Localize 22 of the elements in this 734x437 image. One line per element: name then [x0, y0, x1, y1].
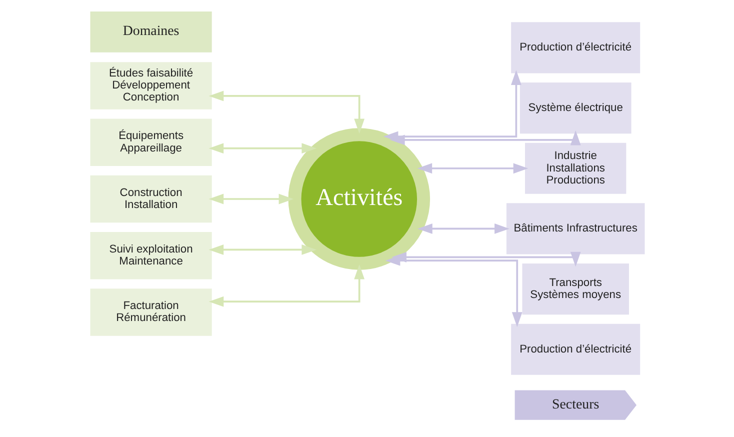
node-box: Études faisabilité Développement Conception [90, 62, 212, 110]
node-box: Production d’électricité [510, 22, 640, 74]
arrow [208, 90, 364, 134]
arrow [417, 224, 509, 234]
node-box: Système électrique [519, 82, 631, 134]
arrow [208, 143, 316, 154]
node-box: Industrie Installations Productions [524, 142, 626, 194]
arrow [208, 244, 316, 255]
node-box: Domaines [90, 12, 212, 52]
node-box: Bâtiments Infrastructures [506, 203, 644, 254]
node-box: Facturation Rémunération [90, 288, 212, 336]
arrow [384, 255, 522, 327]
node-box: Production d’électricité [510, 324, 640, 375]
node-box: Construction Installation [90, 175, 212, 223]
node-circle: Activités [288, 128, 430, 270]
arrow [416, 163, 528, 174]
node-box: Suivi exploitation Maintenance [90, 232, 212, 280]
arrow [208, 264, 364, 307]
node-box: Transports Systèmes moyens [522, 264, 628, 315]
arrow [389, 130, 580, 146]
arrow [208, 194, 294, 204]
node-box: Équipements Appareillage [90, 118, 212, 166]
